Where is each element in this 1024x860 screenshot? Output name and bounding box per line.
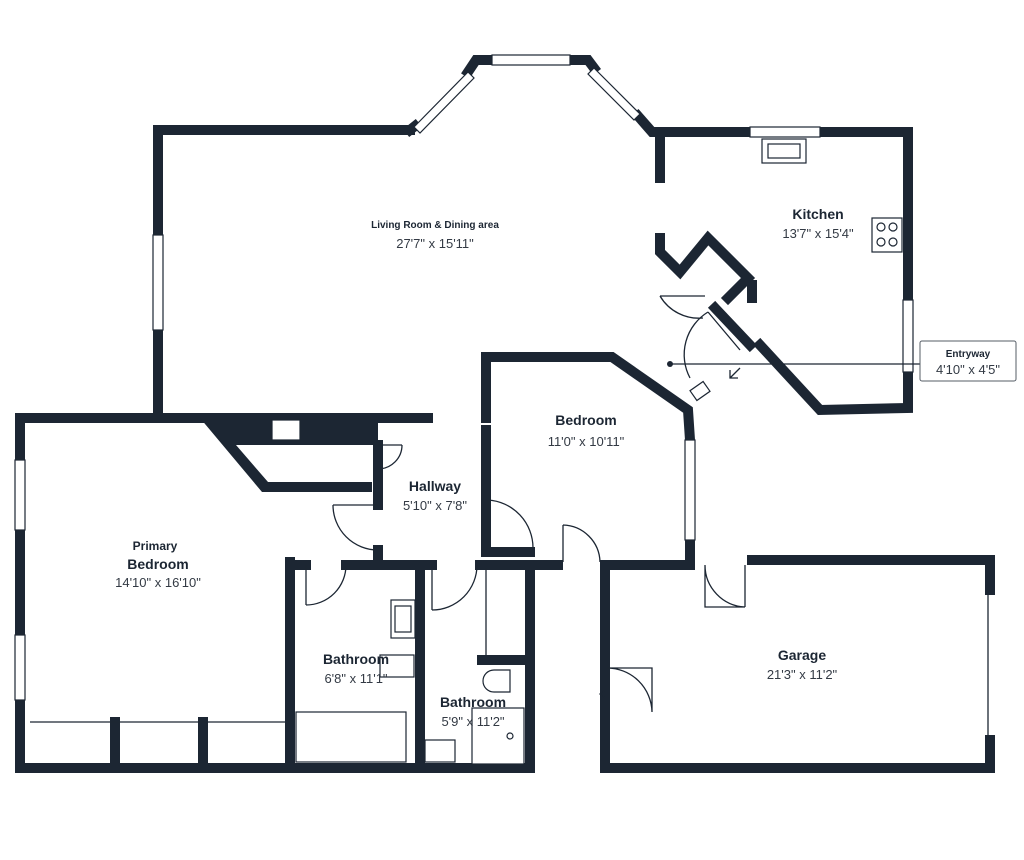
garage-name: Garage bbox=[778, 647, 826, 663]
wall-primary-left-bottom bbox=[15, 695, 535, 773]
kitchen-dims: 13'7" x 15'4" bbox=[782, 226, 854, 241]
primary-name-line2: Bedroom bbox=[127, 556, 188, 572]
wall-living-left-top bbox=[153, 125, 415, 240]
living-dims: 27'7" x 15'11" bbox=[396, 236, 474, 251]
window-primary-left-1 bbox=[14, 459, 26, 531]
bath2-drain bbox=[506, 732, 514, 740]
wall-bay-top-left bbox=[461, 55, 497, 79]
window-kitchen-right bbox=[902, 299, 914, 373]
garage-dims: 21'3" x 11'2" bbox=[767, 667, 838, 682]
bath1-vanity-basin bbox=[394, 605, 412, 633]
window-bay-right bbox=[587, 67, 641, 121]
burner-2 bbox=[888, 222, 898, 232]
hallway-name: Hallway bbox=[409, 478, 461, 494]
burner-1 bbox=[876, 222, 886, 232]
door-hall-primary bbox=[332, 504, 379, 551]
entry-step bbox=[689, 380, 711, 402]
entryway-dims: 4'10" x 4'5" bbox=[936, 362, 1000, 377]
labels: Living Room & Dining area 27'7" x 15'11"… bbox=[115, 206, 1000, 729]
window-bedroom-right bbox=[684, 439, 696, 541]
bath1-tub bbox=[295, 711, 407, 763]
wall-bay-top-right bbox=[565, 55, 601, 75]
bath2-dims: 5'9" x 11'2" bbox=[441, 714, 504, 729]
wall-kitchen-right-bottom bbox=[752, 337, 913, 416]
wall-closet-block bbox=[200, 418, 378, 492]
wall-pantry bbox=[655, 230, 756, 306]
bath2-sink bbox=[424, 739, 456, 763]
entryway-name: Entryway bbox=[946, 349, 991, 360]
door-hall-closet bbox=[377, 444, 403, 470]
bath2-shower bbox=[471, 707, 525, 765]
bedroom-dims: 11'0" x 10'11" bbox=[548, 434, 625, 449]
wall-kitchen-top-right bbox=[815, 127, 913, 305]
wall-garage bbox=[600, 560, 995, 773]
bath1-name: Bathroom bbox=[323, 651, 389, 667]
bedroom-name: Bedroom bbox=[555, 412, 616, 428]
window-bay-top bbox=[491, 54, 571, 66]
window-kitchen-top bbox=[749, 126, 821, 138]
door-bath1 bbox=[305, 564, 347, 606]
burner-4 bbox=[888, 237, 898, 247]
door-garage-hall bbox=[562, 524, 601, 563]
wall-bedroom-top bbox=[481, 352, 696, 446]
bath1-toilet bbox=[379, 654, 415, 678]
doors bbox=[305, 295, 746, 713]
entryway-callout-box bbox=[919, 340, 1017, 382]
door-pantry bbox=[659, 295, 705, 319]
primary-name-line1: Primary bbox=[133, 539, 178, 553]
kitchen-stove bbox=[871, 217, 903, 253]
door-garage-exterior bbox=[606, 667, 653, 713]
windows bbox=[14, 54, 989, 740]
fireplace bbox=[271, 419, 301, 441]
window-primary-left-2 bbox=[14, 634, 26, 701]
arrow-garage-door bbox=[598, 689, 606, 699]
door-entry bbox=[683, 311, 741, 379]
wall-kitchen-angle bbox=[707, 300, 758, 353]
bath2-toilet bbox=[482, 669, 511, 693]
kitchen-name: Kitchen bbox=[792, 206, 843, 222]
hallway-dims: 5'10" x 7'8" bbox=[403, 498, 467, 513]
bath1-dims: 6'8" x 11'1" bbox=[324, 671, 387, 686]
window-bay-left bbox=[413, 71, 475, 134]
primary-dims: 14'10" x 16'10" bbox=[115, 575, 201, 590]
fixtures bbox=[30, 138, 920, 765]
door-garage-bedroom bbox=[704, 564, 746, 608]
bath2-name: Bathroom bbox=[440, 694, 506, 710]
walls bbox=[15, 55, 995, 773]
door-bedroom bbox=[487, 499, 534, 549]
entry-arrow-icon bbox=[729, 367, 741, 379]
kitchen-sink-basin bbox=[767, 143, 801, 159]
wall-garage-top bbox=[747, 555, 995, 595]
door-bath2 bbox=[431, 564, 478, 611]
window-living-left bbox=[152, 234, 164, 331]
burner-3 bbox=[876, 237, 886, 247]
living-name: Living Room & Dining area bbox=[371, 220, 499, 231]
